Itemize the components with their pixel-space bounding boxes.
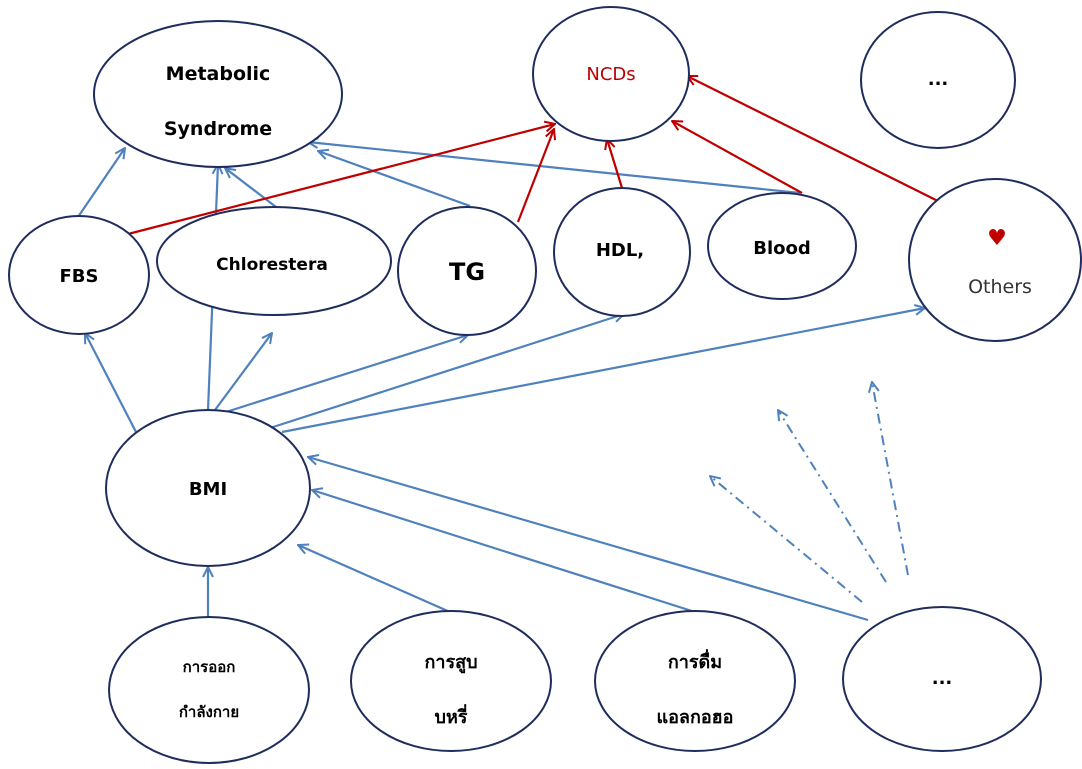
more-top-label: ... [928, 69, 949, 90]
edge-bmi-to-others [281, 308, 925, 434]
node-blood: Blood [707, 192, 857, 300]
edge-blood-to-metabolic [308, 142, 801, 195]
drinking-line-2: แอลกอฮอ [657, 707, 734, 728]
node-hdl: HDL, [553, 187, 691, 317]
tg-label: TG [449, 258, 485, 286]
more-bottom-label: ... [932, 668, 953, 689]
edge-bmi-to-hdl [269, 314, 624, 430]
exercise-line-1: การออก [183, 658, 236, 676]
hdl-label: HDL, [596, 240, 644, 261]
node-exercise: การออก กำลังกาย [108, 616, 310, 764]
edge-bmi-to-fbs [85, 333, 137, 433]
others-label: Others [968, 276, 1032, 298]
drinking-line-1: การดื่ม [668, 649, 722, 673]
node-drinking: การดื่ม แอลกอฮอ [594, 610, 796, 752]
edge-bmi-to-cholesterol [214, 333, 272, 411]
edge-dashed-2 [778, 410, 887, 583]
edge-blood-to-ncds [672, 121, 803, 194]
node-others: ♥ Others [908, 178, 1082, 342]
node-cholesterol: Chlorestera [156, 206, 392, 316]
fbs-label: FBS [60, 266, 99, 287]
edge-fbs-to-metabolic [77, 148, 125, 218]
node-bmi: BMI [105, 409, 311, 567]
node-tg: TG [397, 206, 537, 336]
edge-tg-to-ncds [516, 129, 554, 223]
edge-drinking-to-bmi [312, 490, 696, 614]
bmi-label: BMI [189, 479, 227, 500]
edge-smoking-to-bmi [298, 545, 451, 614]
edge-tg-to-metabolic [318, 151, 471, 208]
smoking-line-1: การสูบ [424, 652, 477, 674]
node-metabolic-syndrome: Metabolic Syndrome [93, 20, 343, 168]
metabolic-line-1: Metabolic [166, 63, 271, 85]
node-fbs: FBS [8, 215, 150, 335]
edge-fbs-to-ncds [127, 124, 555, 236]
edge-dashed-1 [710, 476, 863, 603]
edge-cholesterol-to-metabolic [225, 168, 277, 208]
ncds-label: NCDs [586, 64, 635, 85]
metabolic-line-2: Syndrome [164, 118, 272, 140]
node-more-bottom: ... [842, 606, 1042, 752]
node-more-top: ... [860, 11, 1016, 149]
edge-more-to-bmi [308, 457, 869, 622]
edge-dashed-3 [872, 382, 909, 576]
node-smoking: การสูบ บหรี่ [350, 610, 552, 752]
exercise-line-2: กำลังกาย [179, 703, 239, 721]
smoking-line-2: บหรี่ [435, 704, 468, 728]
blood-label: Blood [753, 238, 811, 259]
cholesterol-label: Chlorestera [216, 255, 328, 275]
edge-hdl-to-ncds [607, 139, 624, 189]
edges-dashed [710, 382, 909, 603]
node-ncds: NCDs [532, 6, 690, 142]
edge-bmi-to-tg [225, 335, 468, 414]
heart-icon: ♥ [987, 226, 1007, 251]
